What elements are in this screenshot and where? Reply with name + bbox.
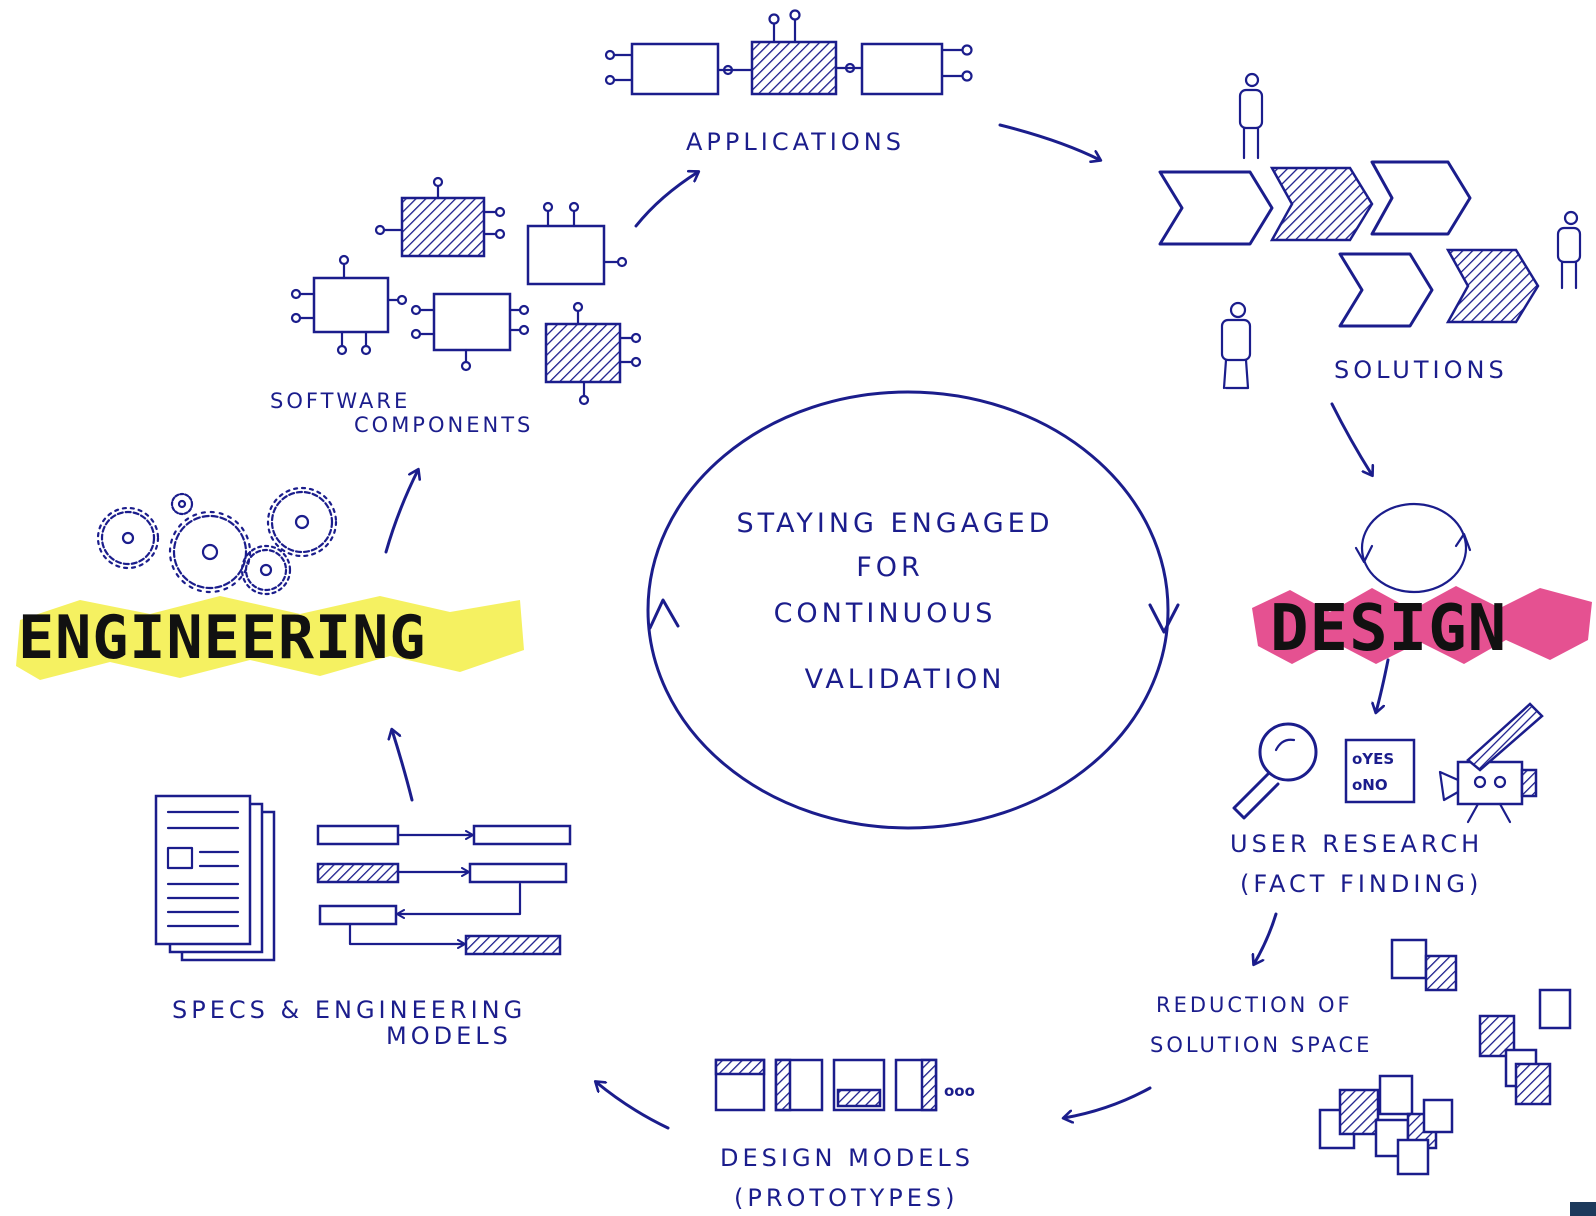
center-text-line-2: FOR — [856, 552, 924, 583]
arrow-engineering-to-components — [384, 470, 418, 554]
solutions-label: SOLUTIONS — [1334, 356, 1508, 384]
wireframe-icon — [714, 1058, 766, 1112]
gear-icon — [266, 486, 338, 558]
survey-no-label: oNO — [1352, 776, 1388, 794]
circle-arrow-left — [648, 598, 680, 630]
component-box-icon — [544, 301, 642, 406]
wireframe-icon — [894, 1058, 938, 1112]
design-models-group: ooo DESIGN MODELS (PROTOTYPES) — [714, 1058, 975, 1212]
gear-icon — [96, 506, 160, 570]
more-models-ellipsis: ooo — [944, 1082, 975, 1100]
software-components-group: SOFTWARE COMPONENTS — [270, 176, 642, 437]
component-box-icon — [290, 254, 408, 356]
gear-icon — [240, 544, 292, 596]
document-stack-icon — [1318, 938, 1572, 1176]
gear-icon — [168, 510, 252, 594]
center-text-line-4: VALIDATION — [805, 664, 1006, 695]
arrow-components-to-applications — [634, 172, 698, 228]
validation-cycle: STAYING ENGAGED FOR CONTINUOUS VALIDATIO… — [646, 390, 1180, 830]
component-box-icon — [374, 176, 506, 258]
applications-label: APPLICATIONS — [686, 128, 905, 156]
specs-group: SPECS & ENGINEERING MODELS — [154, 794, 572, 1050]
arrow-specs-to-engineering — [392, 730, 414, 802]
center-text-line-1: STAYING ENGAGED — [736, 508, 1053, 539]
solutions-group: SOLUTIONS — [1158, 72, 1582, 390]
person-icon — [1238, 72, 1264, 160]
design-group: DESIGN — [1252, 502, 1592, 666]
arrow-research-to-reduction — [1254, 912, 1278, 964]
engineering-heading: ENGINEERING — [18, 603, 426, 673]
document-stack-icon — [154, 794, 276, 962]
chevron-icon — [1269, 166, 1374, 242]
fact-finding-label: (FACT FINDING) — [1240, 870, 1482, 898]
design-iteration-loop-icon — [1360, 502, 1468, 594]
reduction-label: REDUCTION OF — [1156, 993, 1353, 1017]
components-label: COMPONENTS — [354, 413, 533, 437]
component-box-icon — [860, 42, 973, 96]
engineering-group: ENGINEERING — [16, 486, 524, 680]
video-camera-icon — [1438, 702, 1544, 824]
component-box-icon — [604, 42, 720, 96]
user-research-label: USER RESEARCH — [1230, 830, 1483, 858]
design-models-label: DESIGN MODELS — [720, 1144, 974, 1172]
circle-arrow-right — [1148, 603, 1180, 634]
component-box-icon — [526, 201, 628, 286]
engineering-model-diagram — [316, 824, 572, 956]
component-box-icon — [730, 9, 838, 96]
validation-circle — [646, 390, 1170, 830]
center-text-line-3: CONTINUOUS — [774, 598, 997, 629]
wireframe-icon — [774, 1058, 824, 1112]
person-icon — [1556, 210, 1582, 290]
person-icon — [1220, 301, 1252, 390]
wireframe-icon — [832, 1058, 886, 1112]
chevron-icon — [1445, 248, 1540, 324]
magnifier-icon — [1232, 722, 1318, 820]
chevron-icon — [1158, 170, 1274, 246]
survey-icon: oYES oNO — [1344, 738, 1416, 804]
gear-icon — [170, 492, 194, 516]
engineering-highlight — [16, 596, 524, 680]
survey-yes-label: oYES — [1352, 750, 1394, 768]
models-label: MODELS — [386, 1022, 512, 1050]
applications-group: APPLICATIONS — [604, 9, 973, 156]
reduction-group: REDUCTION OF SOLUTION SPACE — [1150, 938, 1572, 1176]
design-highlight — [1252, 586, 1592, 664]
arrow-solutions-to-design — [1330, 402, 1372, 475]
arrow-models-to-specs — [596, 1082, 670, 1130]
arrow-design-to-research — [1376, 658, 1390, 712]
chevron-icon — [1370, 160, 1472, 236]
arrow-reduction-to-models — [1064, 1086, 1152, 1118]
software-label: SOFTWARE — [270, 389, 410, 413]
chevron-icon — [1338, 252, 1434, 328]
component-box-icon — [410, 292, 530, 372]
specs-label: SPECS & ENGINEERING — [172, 996, 526, 1024]
arrow-applications-to-solutions — [998, 123, 1100, 160]
prototypes-label: (PROTOTYPES) — [734, 1184, 959, 1212]
user-research-group: oYES oNO USER RESEARCH (FACT FINDING) — [1230, 702, 1544, 898]
solution-space-label: SOLUTION SPACE — [1150, 1033, 1372, 1057]
corner-mark — [1570, 1202, 1596, 1216]
design-heading: DESIGN — [1270, 592, 1507, 666]
